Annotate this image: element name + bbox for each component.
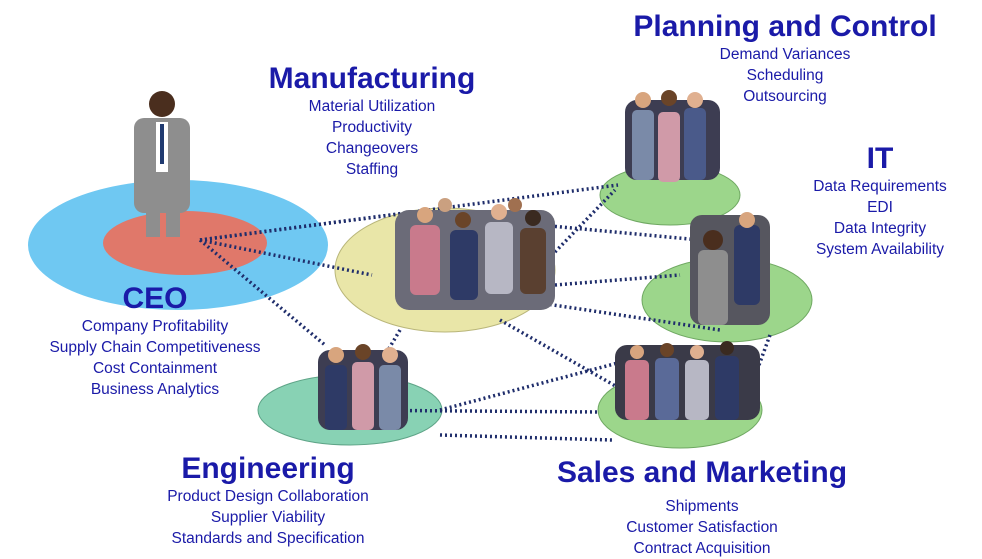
engineering-items: Product Design Collaboration Supplier Vi… (118, 486, 418, 549)
planning-crowd (625, 90, 720, 182)
list-item: Data Integrity (833, 220, 927, 237)
it-items: Data Requirements EDI Data Integrity Sys… (782, 176, 978, 260)
planning-items: Demand Variances Scheduling Outsourcing (590, 44, 980, 107)
engineering-title: Engineering (181, 452, 355, 485)
list-item: Product Design Collaboration (167, 488, 369, 505)
list-item: Staffing (345, 161, 399, 178)
ceo-title: CEO (122, 282, 188, 315)
list-item: Standards and Specification (171, 530, 365, 547)
list-item: Company Profitability (81, 318, 229, 335)
list-item: Productivity (331, 119, 413, 136)
planning-title: Planning and Control (633, 10, 937, 43)
it-crowd (690, 212, 770, 325)
list-item: Outsourcing (743, 88, 827, 105)
list-item: Cost Containment (92, 360, 218, 377)
sales-crowd (615, 341, 760, 420)
list-item: Contract Acquisition (633, 540, 771, 557)
ceo-figure (134, 91, 190, 237)
engineering-label: Engineering Product Design Collaboration… (118, 452, 418, 549)
sales-label: Sales and Marketing Shipments Customer S… (512, 456, 892, 559)
list-item: EDI (867, 199, 893, 216)
it-title: IT (866, 142, 894, 175)
sales-title: Sales and Marketing (556, 456, 848, 489)
manufacturing-label: Manufacturing Material Utilization Produ… (232, 62, 512, 180)
list-item: Changeovers (325, 140, 419, 157)
list-item: Scheduling (746, 67, 824, 84)
list-item: Demand Variances (719, 46, 851, 63)
list-item: Shipments (665, 498, 739, 515)
ceo-inner-disc (103, 211, 267, 275)
planning-label: Planning and Control Demand Variances Sc… (590, 10, 980, 107)
list-item: Customer Satisfaction (626, 519, 778, 536)
it-label: IT Data Requirements EDI Data Integrity … (782, 142, 978, 260)
manufacturing-title: Manufacturing (268, 62, 476, 95)
list-item: System Availability (815, 241, 945, 258)
ceo-label: CEO Company Profitability Supply Chain C… (4, 282, 306, 400)
list-item: Supply Chain Competitiveness (49, 339, 261, 356)
center-crowd (395, 198, 555, 310)
ceo-items: Company Profitability Supply Chain Compe… (4, 316, 306, 400)
list-item: Supplier Viability (210, 509, 326, 526)
list-item: Data Requirements (813, 178, 947, 195)
manufacturing-items: Material Utilization Productivity Change… (232, 96, 512, 180)
engineering-crowd (318, 344, 408, 430)
list-item: Business Analytics (90, 381, 220, 398)
sales-items: Shipments Customer Satisfaction Contract… (512, 496, 892, 559)
list-item: Material Utilization (308, 98, 436, 115)
